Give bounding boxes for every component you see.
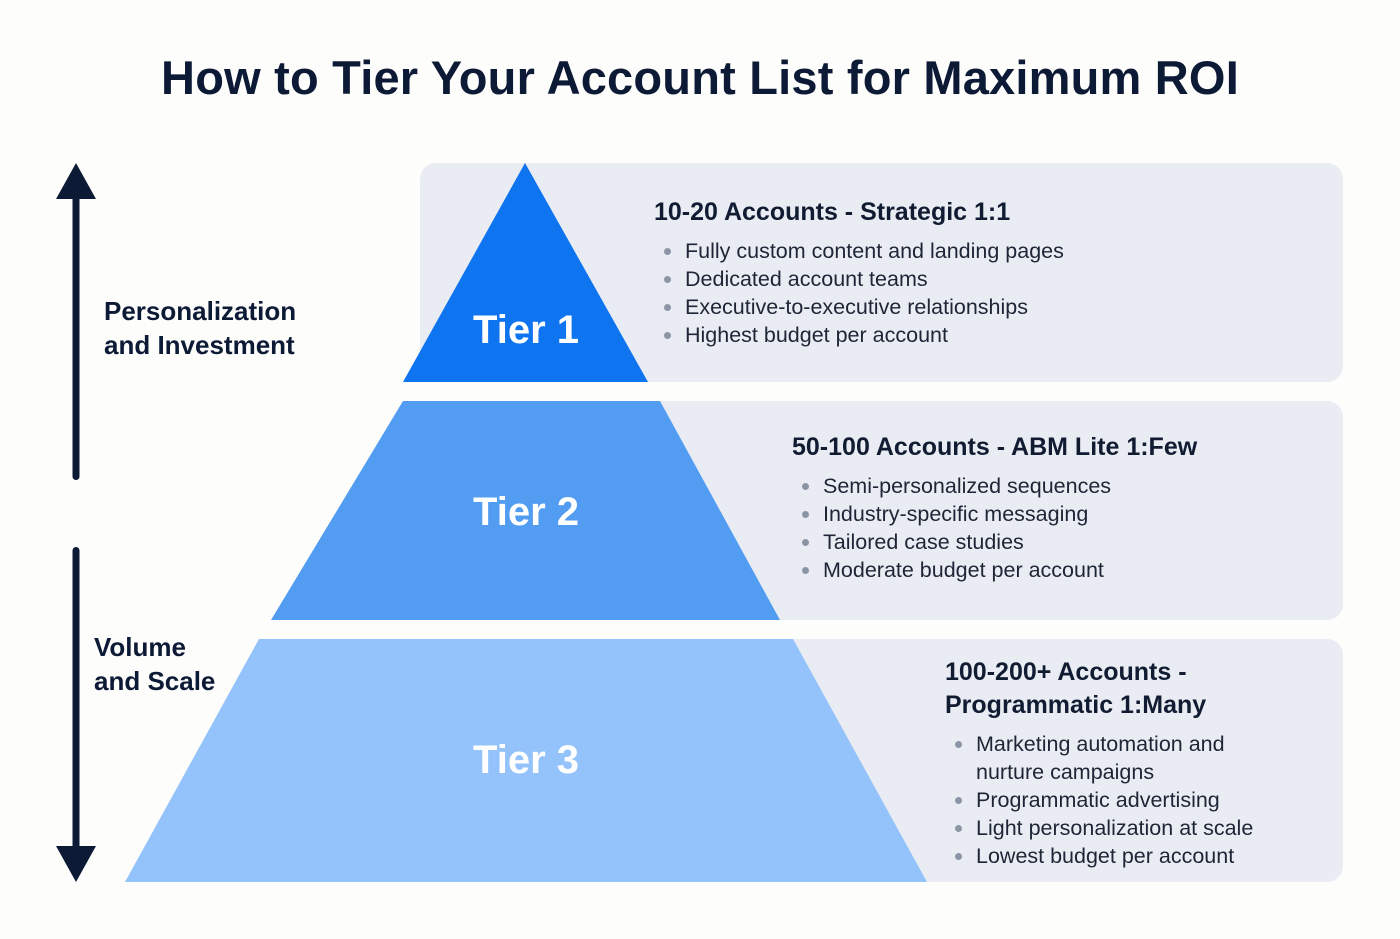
bullet-item: Fully custom content and landing pages (654, 237, 1064, 265)
bullet-dot-icon (802, 511, 809, 518)
tier-1-label: Tier 1 (473, 308, 579, 352)
bullet-item: Semi-personalized sequences (792, 472, 1197, 500)
bullet-item: Dedicated account teams (654, 265, 1064, 293)
arrow-up-icon (56, 163, 96, 480)
tier-3-bullets: Marketing automation and nurture campaig… (945, 730, 1253, 870)
bullet-dot-icon (664, 248, 671, 255)
bullet-dot-icon (664, 332, 671, 339)
bullet-item: Tailored case studies (792, 528, 1197, 556)
arrow-down-icon (56, 547, 96, 882)
volume-scale-label: Volume and Scale (94, 632, 216, 696)
bullet-dot-icon (955, 797, 962, 804)
tier-2-content: 50-100 Accounts - ABM Lite 1:Few Semi-pe… (792, 431, 1197, 584)
bullet-dot-icon (955, 741, 962, 748)
bullet-item: Lowest budget per account (945, 842, 1253, 870)
tier-2-label: Tier 2 (473, 490, 579, 534)
bullet-item: Executive-to-executive relationships (654, 293, 1064, 321)
bullet-dot-icon (664, 304, 671, 311)
tier-3-content: 100-200+ Accounts - Programmatic 1:Many … (945, 656, 1253, 870)
tier-3-label: Tier 3 (473, 738, 579, 782)
tier-1-bullets: Fully custom content and landing pages D… (654, 237, 1064, 349)
bullet-item: Light personalization at scale (945, 814, 1253, 842)
tier-2-trapezoid (271, 401, 780, 620)
bullet-item: Marketing automation and (945, 730, 1253, 758)
bullet-dot-icon (955, 853, 962, 860)
bullet-dot-icon (802, 567, 809, 574)
bullet-dot-icon (802, 483, 809, 490)
tier-2-bullets: Semi-personalized sequences Industry-spe… (792, 472, 1197, 584)
bullet-dot-icon (664, 276, 671, 283)
bullet-item: Highest budget per account (654, 321, 1064, 349)
tier-3-heading: 100-200+ Accounts - Programmatic 1:Many (945, 658, 1207, 719)
tier-1-content: 10-20 Accounts - Strategic 1:1 Fully cus… (654, 196, 1064, 349)
tier-1-heading: 10-20 Accounts - Strategic 1:1 (654, 198, 1011, 226)
page-title: How to Tier Your Account List for Maximu… (161, 51, 1239, 104)
personalization-investment-label: Personalization and Investment (104, 296, 297, 360)
bullet-item: Programmatic advertising (945, 786, 1253, 814)
tier-1-triangle (403, 163, 648, 382)
tier-2-heading: 50-100 Accounts - ABM Lite 1:Few (792, 433, 1198, 461)
bullet-dot-icon (802, 539, 809, 546)
bullet-item: Industry-specific messaging (792, 500, 1197, 528)
bullet-dot-icon (955, 825, 962, 832)
bullet-item-continuation: nurture campaigns (976, 760, 1155, 784)
bullet-item: Moderate budget per account (792, 556, 1197, 584)
tier-3-trapezoid (125, 639, 927, 882)
